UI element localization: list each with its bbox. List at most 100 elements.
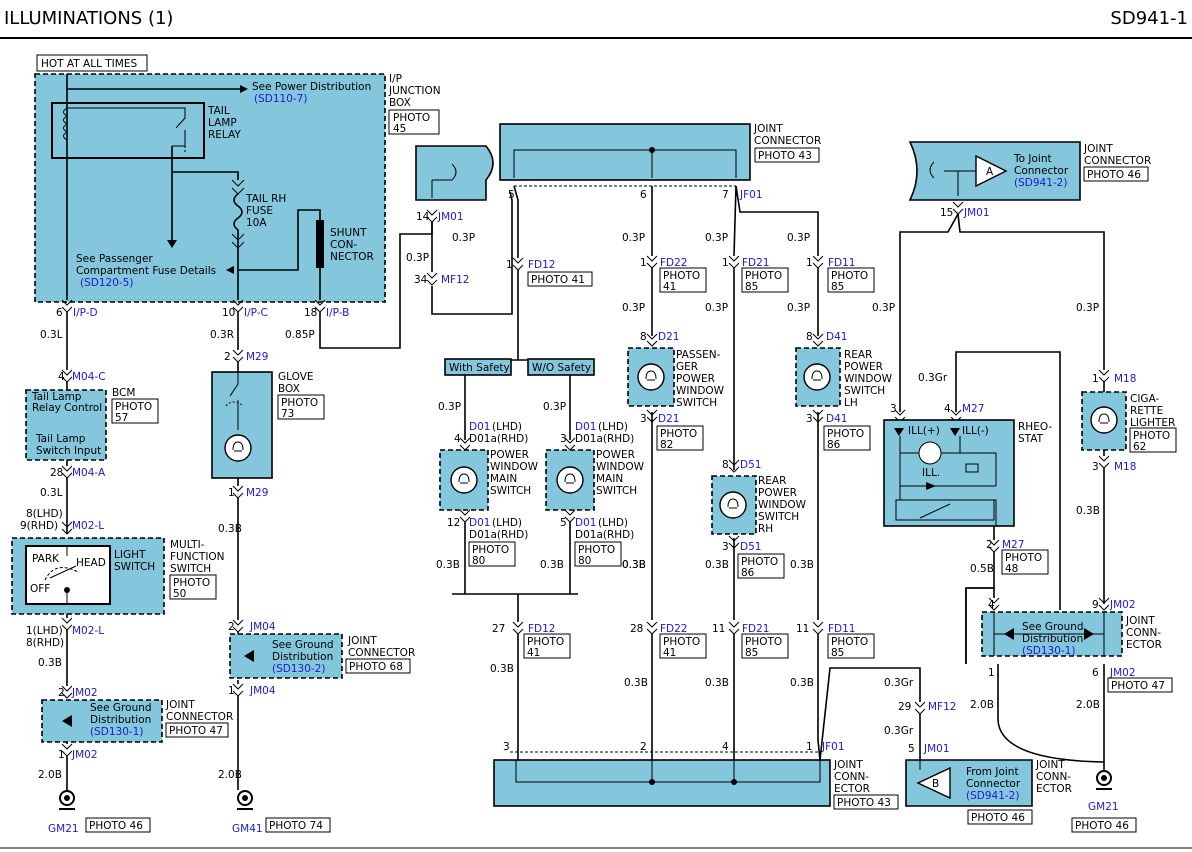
jc47b-sd-link[interactable]: (SD130-1): [1022, 645, 1075, 657]
pwm-l-d01: D01: [469, 421, 490, 433]
fd22-photo3: PHOTO: [663, 636, 700, 648]
jc47b-see-1: See Ground: [1022, 621, 1084, 633]
wire-03b-a: 0.3B: [38, 657, 62, 669]
fd11-w2: 0.3P: [787, 302, 810, 314]
wire-03b-g: 0.3B: [218, 523, 242, 535]
fd12a-name: FD12: [528, 259, 556, 271]
fd12a-pin: 1: [506, 259, 513, 271]
ipjb-sd110-link[interactable]: (SD110-7): [254, 93, 307, 105]
fd21-photo3: PHOTO: [745, 636, 782, 648]
jc43bot-pin2: 2: [640, 741, 647, 753]
jc47b-jm02: JM02: [1109, 599, 1136, 611]
jm01a-pin14: 14: [416, 211, 430, 223]
fd22-photo1-no: 41: [663, 281, 676, 293]
jc68-see-2: Distribution: [272, 651, 333, 663]
wo-safety-tab[interactable]: [527, 358, 595, 376]
gm21b-name: GM21: [1088, 801, 1119, 813]
jc46bot-b: B: [932, 778, 939, 790]
mfs-light-1: LIGHT: [114, 549, 146, 561]
wire-20b-a: 2.0B: [38, 769, 62, 781]
bcm-name: BCM: [112, 387, 135, 399]
wire-20b-g: 2.0B: [218, 769, 242, 781]
ipjb-see-pd: See Power Distribution: [252, 81, 371, 93]
pwm-r-lhd: (LHD): [598, 421, 628, 433]
fd22-name-3: POWER: [676, 373, 715, 385]
glove-name-1: GLOVE: [278, 371, 314, 383]
cig-name-1: CIGA-: [1130, 393, 1160, 405]
pwm-w03b-l: 0.3B: [436, 559, 460, 571]
jm01a-w03p-a: 0.3P: [406, 252, 429, 264]
light-switch-head: HEAD: [76, 557, 106, 569]
pwm-l-name-4: SWITCH: [490, 485, 531, 497]
joint-connector-43-bottom: [493, 759, 831, 807]
pwm-l-pin12: 12: [447, 517, 460, 529]
wire-03r: 0.3R: [210, 329, 234, 341]
pin-10: 10: [222, 307, 235, 319]
pwm-l-name-3: MAIN: [490, 473, 517, 485]
hot-at-all-times-label: [36, 54, 148, 72]
rheo-name-2: STAT: [1018, 433, 1044, 445]
fd21-photo2-no: 86: [741, 567, 755, 579]
fd11-name-3: WINDOW: [844, 373, 893, 385]
mfs-name-1: MULTI-: [170, 539, 205, 551]
pcf-text-1: See Passenger: [76, 253, 153, 265]
wire-085p: 0.85P: [285, 329, 315, 341]
light-switch: [25, 545, 111, 605]
jc47a-sd-link[interactable]: (SD130-1): [90, 726, 143, 738]
bcm-text-4: Switch Input: [36, 445, 101, 457]
jc43top-name-1: JOINT: [753, 123, 783, 135]
joint-connector-46-bottom: [905, 759, 1033, 807]
fd22-photo3-no: 41: [663, 647, 676, 659]
fd22-pin28: 28: [630, 623, 643, 635]
jc46top-sd-link[interactable]: (SD941-2): [1014, 177, 1067, 189]
jc47b-name-2: CONN-: [1126, 627, 1161, 639]
jc68-name-2: CONNECTOR: [348, 647, 415, 659]
pwm-r-pin3: 3: [560, 433, 567, 445]
ipjb-photo-no: 45: [393, 123, 406, 135]
pwm-r-name-2: WINDOW: [596, 461, 645, 473]
cig-name-3: LIGHTER: [1130, 417, 1175, 429]
mfs-name-3: SWITCH: [170, 563, 211, 575]
jc46bot-sd-link[interactable]: (SD941-2): [966, 790, 1019, 802]
bcm-box: [25, 389, 107, 461]
jc68-jm04: JM04: [249, 621, 276, 633]
mfs-pin-b: 9(RHD): [20, 520, 58, 532]
rheo-name-1: RHEO-: [1018, 421, 1052, 433]
shunt-label-2: CON-: [330, 239, 357, 251]
bcm-photo-no: 57: [115, 412, 128, 424]
fd22-d21-b: D21: [658, 413, 679, 425]
with-safety-tab[interactable]: [444, 358, 512, 376]
rheo-w05b: 0.5B: [970, 563, 994, 575]
jc68-sd-link[interactable]: (SD130-2): [272, 663, 325, 675]
cig-m18-b: M18: [1114, 461, 1136, 473]
cig-pin1: 1: [1092, 373, 1099, 385]
jc43bot-name-1: JOINT: [833, 759, 863, 771]
jc46bot-name-2: CONN-: [1036, 771, 1071, 783]
fd21-w4: 0.3B: [705, 677, 729, 689]
jm01a-mf12: MF12: [441, 274, 469, 286]
fd11-photo3: PHOTO: [831, 636, 868, 648]
jc46bot-from-1: From Joint: [966, 766, 1019, 778]
rheo-photo-no: 48: [1005, 563, 1018, 575]
gm21b-photo: PHOTO 46: [1075, 820, 1129, 832]
ipjb-sd120-link[interactable]: (SD120-5): [80, 277, 133, 289]
mfs-photo: PHOTO: [173, 577, 210, 589]
ip-junction-box: [34, 73, 386, 303]
fd22-pin1: 1: [640, 257, 647, 269]
fd22-w1: 0.3P: [622, 232, 645, 244]
bcm-text-3: Tail Lamp: [35, 433, 86, 445]
fd22-name-1: PASSEN-: [676, 349, 721, 361]
fd11-d41: D41: [826, 331, 847, 343]
rheo-photo: PHOTO: [1005, 552, 1042, 564]
jc47a-see-2: Distribution: [90, 714, 151, 726]
fd21-name-4: SWITCH: [758, 511, 799, 523]
jc47b-w20b-l: 2.0B: [970, 699, 994, 711]
fd22-photo2-no: 82: [660, 439, 673, 451]
pwm-w03b-c: 0.3B: [622, 559, 646, 571]
rheo-pin4: 4: [944, 403, 951, 415]
jc47a-photo: PHOTO 47: [169, 725, 223, 737]
glove-box: [211, 371, 273, 479]
fd12b-w03b: 0.3B: [490, 663, 514, 675]
fd11-fd11-b: FD11: [828, 623, 856, 635]
fd11-photo1-no: 85: [831, 281, 844, 293]
